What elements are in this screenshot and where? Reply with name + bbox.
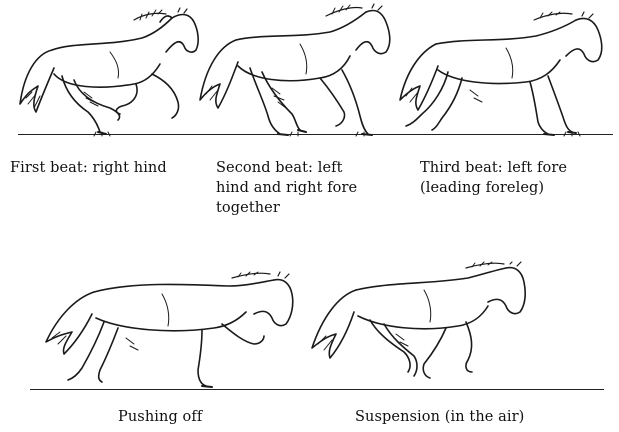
horse-third-beat-drawing [396,12,608,136]
caption-first-beat: First beat: right hind [10,158,190,178]
caption-suspension: Suspension (in the air) [355,407,575,427]
caption-pushing-off: Pushing off [118,407,258,427]
caption-third-beat: Third beat: left fore (leading foreleg) [420,158,610,198]
horse-first-beat-drawing [14,8,204,136]
horse-pushing-off-drawing [42,272,298,390]
caption-second-beat: Second beat: left hind and right fore to… [216,158,406,218]
horse-suspension-drawing [306,262,532,386]
horse-second-beat-drawing [196,4,400,136]
